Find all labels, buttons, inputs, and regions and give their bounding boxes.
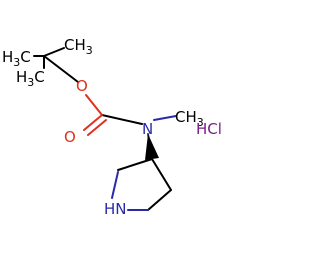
label-amide-nitrogen: N: [142, 120, 153, 138]
label-hcl-salt: HCl: [196, 120, 222, 138]
bond-n-methyl: [153, 115, 177, 121]
stereo-wedge-bond: [145, 134, 159, 160]
bond-ring-nh-c2: [111, 171, 119, 199]
molecule-drawing: H3C CH3 H3C O O N CH3 HN HCl: [2, 36, 222, 218]
bond-ring-c4-c5: [147, 189, 172, 211]
bond-ring-c3-c4: [151, 158, 172, 191]
structure-canvas: H3C CH3 H3C O O N CH3 HN HCl: [2, 36, 222, 218]
bond-carbonyl-c-n: [101, 114, 143, 125]
bond-oxygen-carbonyl: [85, 94, 103, 116]
label-carbonyl-oxygen: O: [64, 128, 76, 146]
label-ch3-top: CH3: [64, 36, 93, 57]
label-h3c-bottom: H3C: [16, 68, 45, 89]
bond-tbu-c-methyl-top: [43, 47, 65, 57]
label-ring-nh: HN: [104, 200, 127, 218]
label-n-methyl: CH3: [175, 108, 204, 129]
label-h3c-left: H3C: [2, 48, 31, 69]
bond-tbu-c-oxygen: [43, 55, 79, 83]
bond-ring-c3-c2: [117, 158, 153, 171]
bond-carbonyl-double-1: [83, 114, 103, 131]
bond-carbonyl-double-2: [87, 119, 107, 136]
label-ester-oxygen: O: [76, 77, 88, 95]
